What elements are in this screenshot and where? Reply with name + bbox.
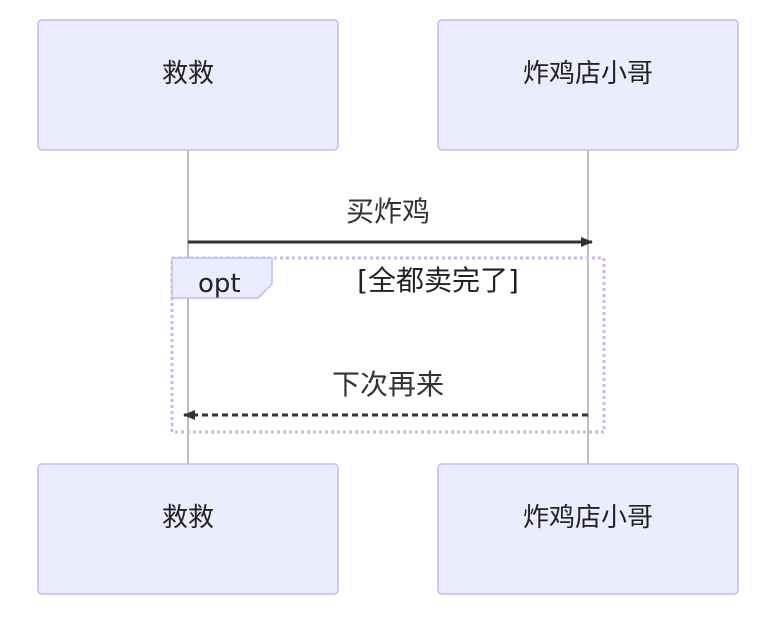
opt-frame: [170, 256, 606, 434]
actor-box: [437, 19, 739, 151]
actor-label: 救救: [162, 503, 214, 533]
actor-box: [37, 19, 339, 151]
actor-box: [437, 463, 739, 595]
actor-box: [37, 463, 339, 595]
actor-bottom-friedchicken-guy[interactable]: 炸鸡店小哥: [437, 463, 739, 595]
actor-label: 炸鸡店小哥: [523, 59, 653, 89]
opt-keyword: opt: [198, 269, 241, 299]
message-label-buy-chicken: 买炸鸡: [346, 195, 430, 228]
opt-tab: [171, 257, 273, 299]
actor-top-jiujiu[interactable]: 救救: [37, 19, 339, 151]
actor-bottom-jiujiu[interactable]: 救救: [37, 463, 339, 595]
actor-label: 救救: [162, 59, 214, 89]
actor-top-friedchicken-guy[interactable]: 炸鸡店小哥: [437, 19, 739, 151]
actor-label: 炸鸡店小哥: [523, 503, 653, 533]
message-label-come-again: 下次再来: [332, 368, 444, 401]
opt-condition: [全都卖完了]: [357, 264, 519, 297]
